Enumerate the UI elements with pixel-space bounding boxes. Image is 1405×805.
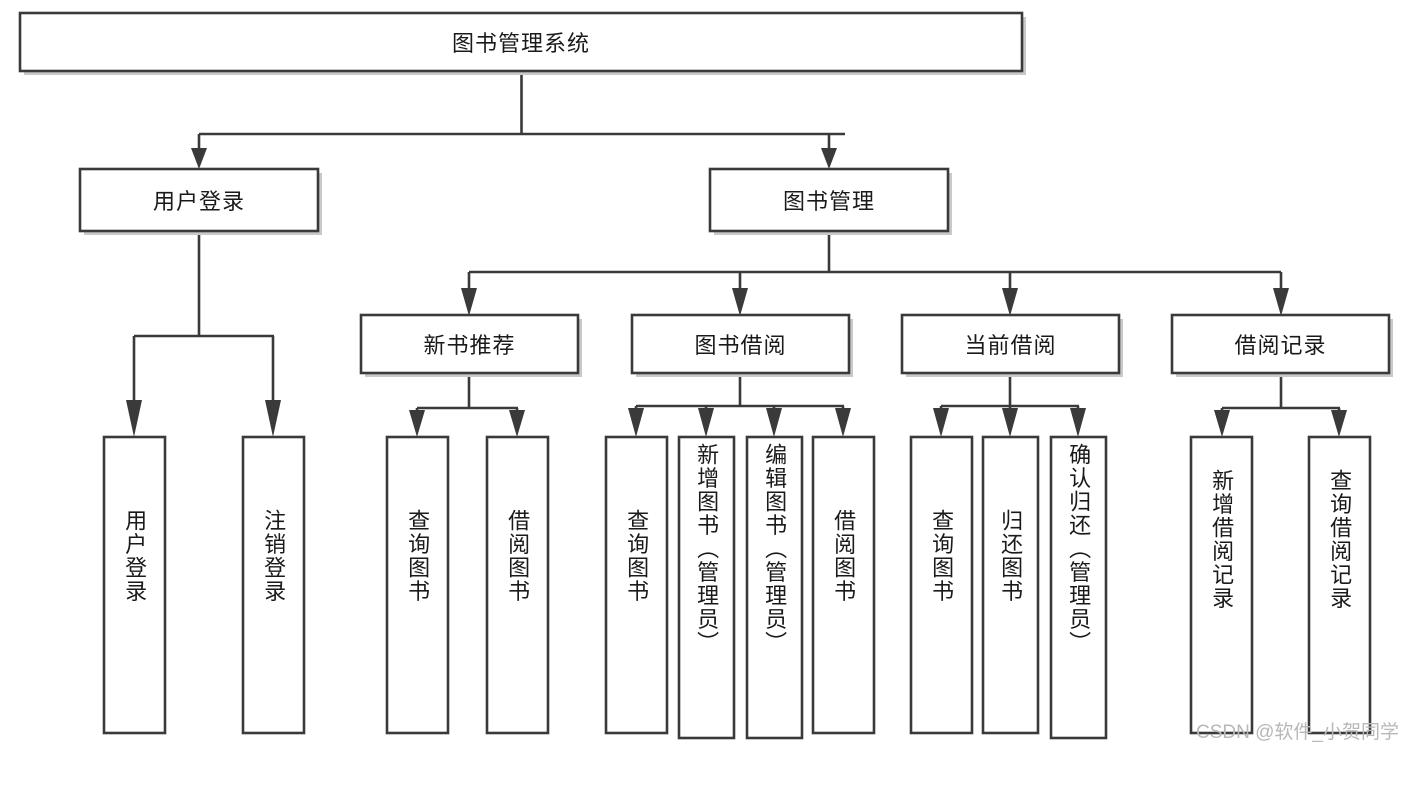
arrowhead-current-borrow bbox=[1002, 288, 1018, 316]
node-new-book-rec[interactable] bbox=[359, 313, 580, 375]
node-leaf-user-logout[interactable] bbox=[241, 435, 306, 735]
node-leaf-query-book-3[interactable] bbox=[909, 435, 974, 735]
arrowhead-leaf-borrow-book-2 bbox=[835, 408, 851, 437]
arrowhead-book-manage bbox=[821, 148, 837, 169]
node-leaf-query-book-2[interactable] bbox=[604, 435, 669, 735]
arrowhead-leaf-add-book bbox=[698, 408, 714, 437]
connector-layer bbox=[126, 72, 1347, 437]
arrowhead-borrow-record bbox=[1273, 288, 1289, 316]
arrowhead-leaf-query-record bbox=[1331, 410, 1347, 437]
node-root[interactable] bbox=[18, 11, 1024, 73]
node-leaf-add-record[interactable] bbox=[1189, 435, 1254, 735]
arrowhead-user-login bbox=[191, 148, 207, 169]
arrowhead-leaf-add-record bbox=[1214, 410, 1230, 437]
node-borrow-record[interactable] bbox=[1170, 313, 1391, 375]
node-current-borrow[interactable] bbox=[900, 313, 1121, 375]
arrowhead-leaf-user-login bbox=[126, 400, 142, 437]
arrowhead-leaf-edit-book bbox=[766, 408, 782, 437]
arrowhead-book-borrow bbox=[732, 288, 748, 316]
node-leaf-user-login[interactable] bbox=[102, 435, 167, 735]
node-layer bbox=[18, 11, 1393, 740]
node-leaf-edit-book[interactable] bbox=[745, 435, 804, 740]
arrowhead-leaf-user-logout bbox=[265, 400, 281, 437]
diagram-canvas: 图书管理系统 用户登录 图书管理 新书推荐 图书借阅 当前借阅 借阅记录 用户登… bbox=[18, 11, 1399, 743]
arrowhead-leaf-borrow-book-1 bbox=[509, 410, 525, 437]
flowchart-svg bbox=[18, 11, 1393, 740]
node-leaf-confirm-return[interactable] bbox=[1049, 435, 1108, 740]
arrowhead-leaf-query-book-3 bbox=[933, 408, 949, 437]
node-user-login[interactable] bbox=[78, 167, 320, 233]
node-book-manage[interactable] bbox=[708, 167, 950, 233]
arrowhead-leaf-query-book-1 bbox=[409, 410, 425, 437]
arrowhead-leaf-query-book-2 bbox=[628, 408, 644, 437]
node-leaf-query-book-1[interactable] bbox=[385, 435, 450, 735]
node-book-borrow[interactable] bbox=[630, 313, 851, 375]
arrowhead-leaf-return-book bbox=[1002, 408, 1018, 437]
node-leaf-return-book[interactable] bbox=[981, 435, 1040, 735]
node-leaf-borrow-book-1[interactable] bbox=[485, 435, 550, 735]
node-leaf-add-book[interactable] bbox=[677, 435, 736, 740]
arrowhead-new-book-rec bbox=[461, 288, 477, 316]
arrowhead-leaf-confirm-return bbox=[1070, 408, 1086, 437]
node-leaf-query-record[interactable] bbox=[1307, 435, 1372, 735]
node-leaf-borrow-book-2[interactable] bbox=[811, 435, 876, 735]
